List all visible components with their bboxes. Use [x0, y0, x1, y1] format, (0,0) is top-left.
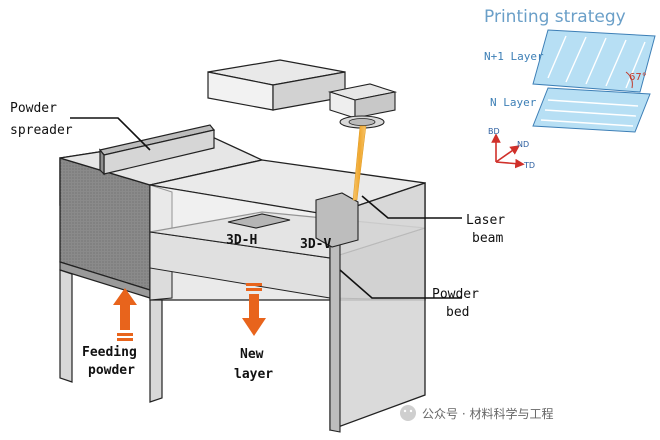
strategy-angle-label: 67°	[629, 72, 647, 83]
callout-spreader	[70, 117, 151, 151]
axis-label-bd: BD	[488, 127, 500, 136]
label-laser-beam-1: Laser	[466, 213, 505, 228]
strategy-label-n1: N+1 Layer	[484, 50, 544, 63]
label-feeding-powder-2: powder	[88, 363, 135, 378]
sample-h-plate	[227, 213, 291, 229]
feeder-front-leg	[149, 295, 163, 403]
sample-v-plate	[315, 192, 359, 248]
strategy-label-n: N Layer	[490, 96, 537, 109]
feeding-powder-arrow	[113, 288, 137, 341]
label-sample-v: 3D-V	[300, 237, 331, 252]
watermark-text: 公众号 · 材料科学与工程	[422, 406, 553, 421]
strategy-layer-n1	[532, 29, 656, 93]
label-laser-beam-2: beam	[472, 231, 503, 246]
axis-label-td: TD	[523, 161, 535, 170]
strategy-scan-lines-n1	[547, 35, 646, 89]
label-sample-h: 3D-H	[226, 233, 257, 248]
laser-lens	[348, 118, 376, 126]
label-new-layer-1: New	[240, 347, 264, 362]
laser-beam	[352, 125, 367, 201]
strategy-scan-lines-n	[540, 99, 639, 127]
callout-laser	[361, 195, 462, 219]
chamber-right-panel-edge	[329, 214, 341, 433]
label-new-layer-2: layer	[234, 367, 273, 382]
callout-bed	[339, 269, 462, 299]
laser-head-side	[354, 91, 396, 119]
new-layer-arrow	[242, 283, 266, 336]
spreader-bar-end	[99, 148, 105, 176]
axis-label-nd: ND	[517, 140, 529, 149]
wechat-icon	[400, 405, 416, 421]
label-powder-spreader-1: Powder	[10, 101, 57, 116]
watermark: 公众号 · 材料科学与工程	[400, 405, 553, 421]
axes-triad	[491, 133, 525, 169]
feeder-left-leg	[59, 269, 73, 383]
label-powder-spreader-2: spreader	[10, 123, 73, 138]
label-feeding-powder-1: Feeding	[82, 345, 137, 360]
label-powder-bed-1: Powder	[432, 287, 479, 302]
label-powder-bed-2: bed	[446, 305, 469, 320]
strategy-angle-arc	[625, 71, 633, 89]
strategy-title: Printing strategy	[484, 7, 626, 27]
